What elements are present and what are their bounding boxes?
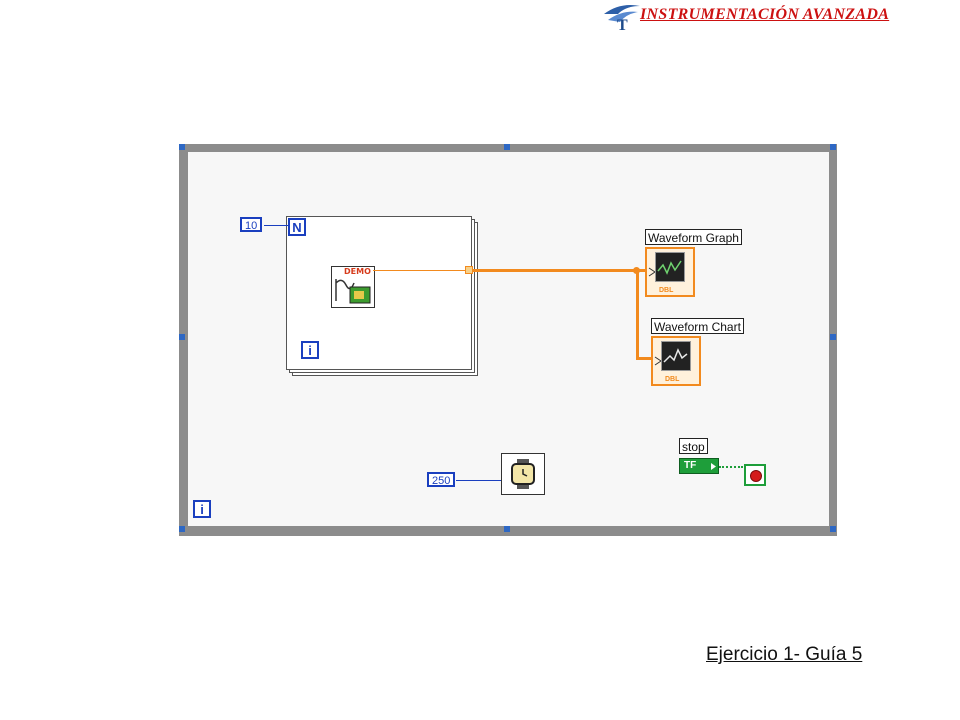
resize-handle[interactable] — [179, 334, 185, 340]
loop-condition-terminal[interactable] — [744, 464, 766, 486]
waveform-chart-label: Waveform Chart — [651, 318, 744, 334]
waveform-chart-indicator[interactable]: DBL — [651, 336, 701, 386]
data-wire-branch — [636, 269, 639, 360]
daq-icon — [335, 279, 371, 304]
resize-handle[interactable] — [179, 526, 185, 532]
resize-handle[interactable] — [830, 526, 836, 532]
data-type-label: DBL — [665, 376, 680, 383]
subvi-label: DEMO — [344, 267, 371, 276]
indexing-tunnel[interactable] — [465, 266, 473, 274]
stop-sign-icon — [750, 470, 762, 482]
resize-handle[interactable] — [179, 144, 185, 150]
graph-screen-icon — [655, 252, 685, 282]
stop-boolean-control[interactable]: TF — [679, 458, 719, 474]
while-loop-iteration-terminal: i — [193, 500, 211, 518]
waveform-graph-indicator[interactable]: DBL — [645, 247, 695, 297]
wire-junction — [633, 267, 640, 274]
boolean-wire — [719, 466, 743, 468]
data-wire-main — [473, 269, 648, 272]
data-type-label: DBL — [659, 287, 674, 294]
data-wire-chart — [636, 357, 654, 360]
waveform-graph-label: Waveform Graph — [645, 229, 742, 245]
count-terminal[interactable]: N — [288, 218, 306, 236]
for-loop-iteration-terminal: i — [301, 341, 319, 359]
chart-screen-icon — [661, 341, 691, 371]
wait-wire — [456, 480, 502, 481]
svg-text:T: T — [617, 17, 628, 34]
data-wire — [373, 270, 467, 271]
resize-handle[interactable] — [830, 334, 836, 340]
count-wire — [264, 225, 288, 226]
resize-handle[interactable] — [830, 144, 836, 150]
resize-handle[interactable] — [504, 526, 510, 532]
stop-label: stop — [679, 438, 708, 454]
header-title: INSTRUMENTACIÓN AVANZADA — [640, 6, 890, 23]
exercise-caption: Ejercicio 1- Guía 5 — [706, 644, 863, 665]
resize-handle[interactable] — [504, 144, 510, 150]
wristwatch-icon — [511, 459, 535, 489]
for-loop-count-constant[interactable]: 10 — [240, 217, 263, 232]
demo-subvi[interactable]: DEMO — [331, 266, 375, 308]
wait-ms-constant[interactable]: 250 — [427, 472, 456, 487]
stop-control-text: TF — [684, 460, 697, 471]
terminal-arrow-icon — [711, 463, 716, 470]
wait-ms-function[interactable] — [501, 453, 545, 495]
faculty-logo: T — [600, 0, 644, 34]
